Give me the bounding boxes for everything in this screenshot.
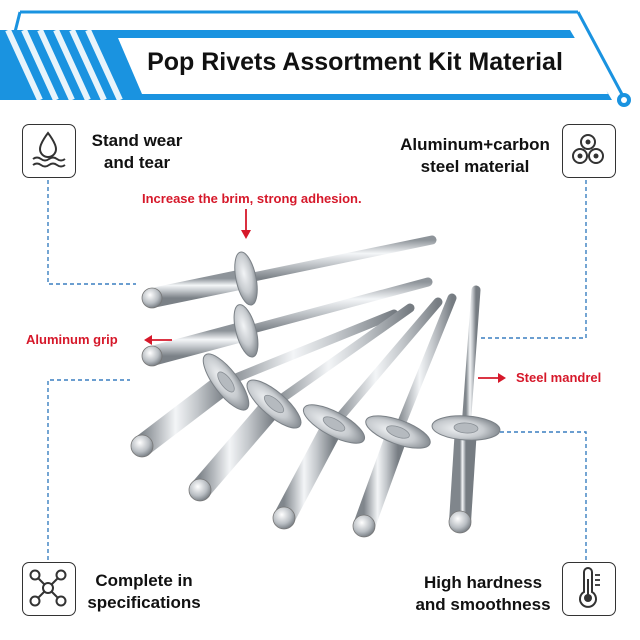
- header-banner: [0, 28, 612, 102]
- feature-label-line2: and tear: [103, 153, 171, 172]
- rivet: [141, 277, 433, 367]
- feature-label-line1: Aluminum+carbon: [400, 135, 550, 154]
- feature-label-line2: specifications: [87, 593, 201, 612]
- feature-specifications: Complete in specifications: [84, 570, 204, 614]
- callout-brim: Increase the brim, strong adhesion.: [142, 191, 362, 206]
- rivet: [188, 303, 415, 502]
- water-drop-icon: [22, 124, 76, 178]
- page-title: Pop Rivets Assortment Kit Material: [147, 48, 563, 76]
- feature-label-line2: and smoothness: [415, 595, 551, 614]
- rivet: [141, 235, 437, 309]
- callout-aluminum-grip: Aluminum grip: [26, 332, 118, 347]
- rivet: [272, 297, 443, 530]
- connector-lines: [47, 180, 587, 560]
- feature-label-line1: High hardness: [423, 573, 543, 592]
- rivet-group: [130, 235, 501, 538]
- network-nodes-icon: [22, 562, 76, 616]
- rivet: [352, 293, 457, 538]
- callout-steel-mandrel: Steel mandrel: [516, 370, 602, 385]
- feature-stand-wear: Stand wear and tear: [82, 130, 192, 174]
- feature-label-line1: Complete in: [95, 571, 193, 590]
- rivet: [130, 309, 399, 458]
- thermometer-icon: [562, 562, 616, 616]
- feature-label-line2: steel material: [420, 157, 530, 176]
- feature-material: Aluminum+carbon steel material: [390, 134, 560, 178]
- rivet: [431, 285, 501, 534]
- feature-label-line1: Stand wear: [91, 131, 183, 150]
- feature-hardness: High hardness and smoothness: [408, 572, 558, 616]
- material-rods-icon: [562, 124, 616, 178]
- callout-arrows: [144, 209, 506, 383]
